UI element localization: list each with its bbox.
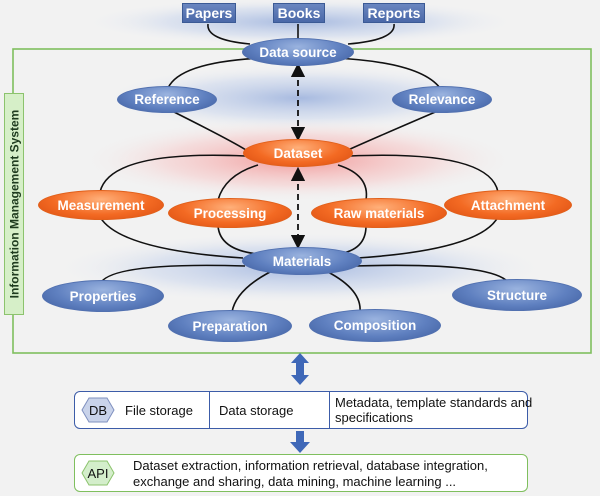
node-processing[interactable]: Processing xyxy=(168,198,292,228)
db-badge: DB xyxy=(81,397,115,423)
file-storage-label: File storage xyxy=(125,402,193,418)
node-dataset[interactable]: Dataset xyxy=(243,139,353,167)
system-label-text: Information Management System xyxy=(7,109,22,299)
flow-arrow-down xyxy=(290,431,310,453)
hexagon-icon xyxy=(81,397,115,423)
node-measurement[interactable]: Measurement xyxy=(38,190,164,220)
node-composition[interactable]: Composition xyxy=(309,309,441,342)
metadata-label: Metadata, template standards and specifi… xyxy=(335,395,533,425)
system-label: Information Management System xyxy=(4,93,24,315)
source-papers[interactable]: Papers xyxy=(182,3,236,23)
source-reports[interactable]: Reports xyxy=(363,3,425,23)
node-materials[interactable]: Materials xyxy=(242,247,362,275)
metadata-cell: Metadata, template standards and specifi… xyxy=(327,392,535,428)
storage-panel: DB File storage Data storage Metadata, t… xyxy=(74,391,532,429)
node-attachment[interactable]: Attachment xyxy=(444,190,572,220)
source-books[interactable]: Books xyxy=(273,3,325,23)
api-badge-label: API xyxy=(87,465,109,481)
node-data-source[interactable]: Data source xyxy=(242,38,354,66)
data-storage-cell: Data storage xyxy=(209,392,330,428)
node-properties[interactable]: Properties xyxy=(42,280,164,312)
node-raw-materials[interactable]: Raw materials xyxy=(311,198,447,228)
node-preparation[interactable]: Preparation xyxy=(168,310,292,342)
node-connectors xyxy=(99,57,509,313)
node-relevance[interactable]: Relevance xyxy=(392,86,492,113)
api-description: Dataset extraction, information retrieva… xyxy=(133,458,488,489)
api-badge: API xyxy=(81,460,115,486)
file-storage-cell: File storage xyxy=(121,392,210,428)
flow-arrow-up-down xyxy=(291,353,309,385)
node-structure[interactable]: Structure xyxy=(452,279,582,311)
data-storage-label: Data storage xyxy=(219,402,294,418)
db-badge-label: DB xyxy=(88,402,108,418)
api-panel: API Dataset extraction, information retr… xyxy=(74,454,528,492)
hexagon-icon xyxy=(81,460,115,486)
node-reference[interactable]: Reference xyxy=(117,86,217,113)
